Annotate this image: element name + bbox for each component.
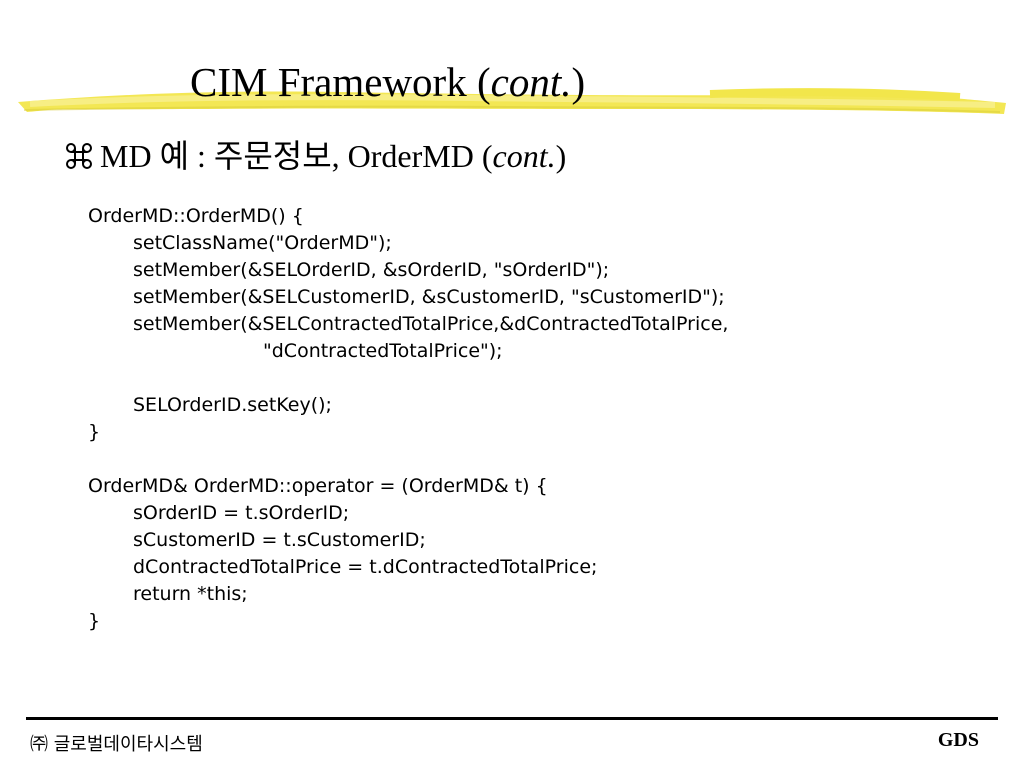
company-name: ㈜ 글로벌데이타시스템 [30, 734, 203, 755]
code-block: OrderMD::OrderMD() { setClassName("Order… [88, 203, 948, 635]
code-line-11: OrderMD& OrderMD::operator = (OrderMD& t… [88, 475, 548, 497]
title-closing-text: ) [571, 59, 586, 105]
page-title: CIM Framework (cont.) [190, 62, 585, 103]
code-line-8: SELOrderID.setKey(); [133, 394, 332, 416]
code-line-4: setMember(&SELCustomerID, &sCustomerID, … [133, 286, 725, 308]
code-line-16: } [88, 610, 101, 632]
footer-rule [26, 717, 998, 720]
code-line-9: } [88, 421, 101, 443]
code-line-5: setMember(&SELContractedTotalPrice,&dCon… [133, 313, 729, 335]
highlighter-stroke-decoration [18, 88, 1006, 114]
code-line-1: OrderMD::OrderMD() { [88, 205, 304, 227]
subtitle-line: MD 예 : 주문정보, OrderMD (cont.) [62, 139, 566, 173]
title-main-text: CIM Framework ( [190, 59, 491, 105]
section-heading: MD 예 : 주문정보, OrderMD (cont.) [100, 140, 566, 172]
code-line-15: return *this; [133, 583, 248, 605]
brand-mark: GDS [937, 729, 979, 751]
code-blank-line-1 [88, 365, 948, 392]
code-line-2: setClassName("OrderMD"); [133, 232, 392, 254]
command-key-icon [62, 139, 96, 173]
code-line-3: setMember(&SELOrderID, &sOrderID, "sOrde… [133, 259, 610, 281]
code-line-6: "dContractedTotalPrice"); [263, 340, 503, 362]
code-blank-line-2 [88, 446, 948, 473]
code-line-12: sOrderID = t.sOrderID; [133, 502, 350, 524]
subtitle-italic-text: cont. [492, 138, 556, 174]
subtitle-prefix-text: MD 예 : 주문정보, OrderMD ( [100, 138, 493, 174]
title-area: CIM Framework (cont.) [0, 52, 1024, 126]
title-italic-text: cont. [490, 59, 572, 105]
code-line-13: sCustomerID = t.sCustomerID; [133, 529, 426, 551]
subtitle-closing-text: ) [555, 138, 567, 174]
code-line-14: dContractedTotalPrice = t.dContractedTot… [133, 556, 598, 578]
